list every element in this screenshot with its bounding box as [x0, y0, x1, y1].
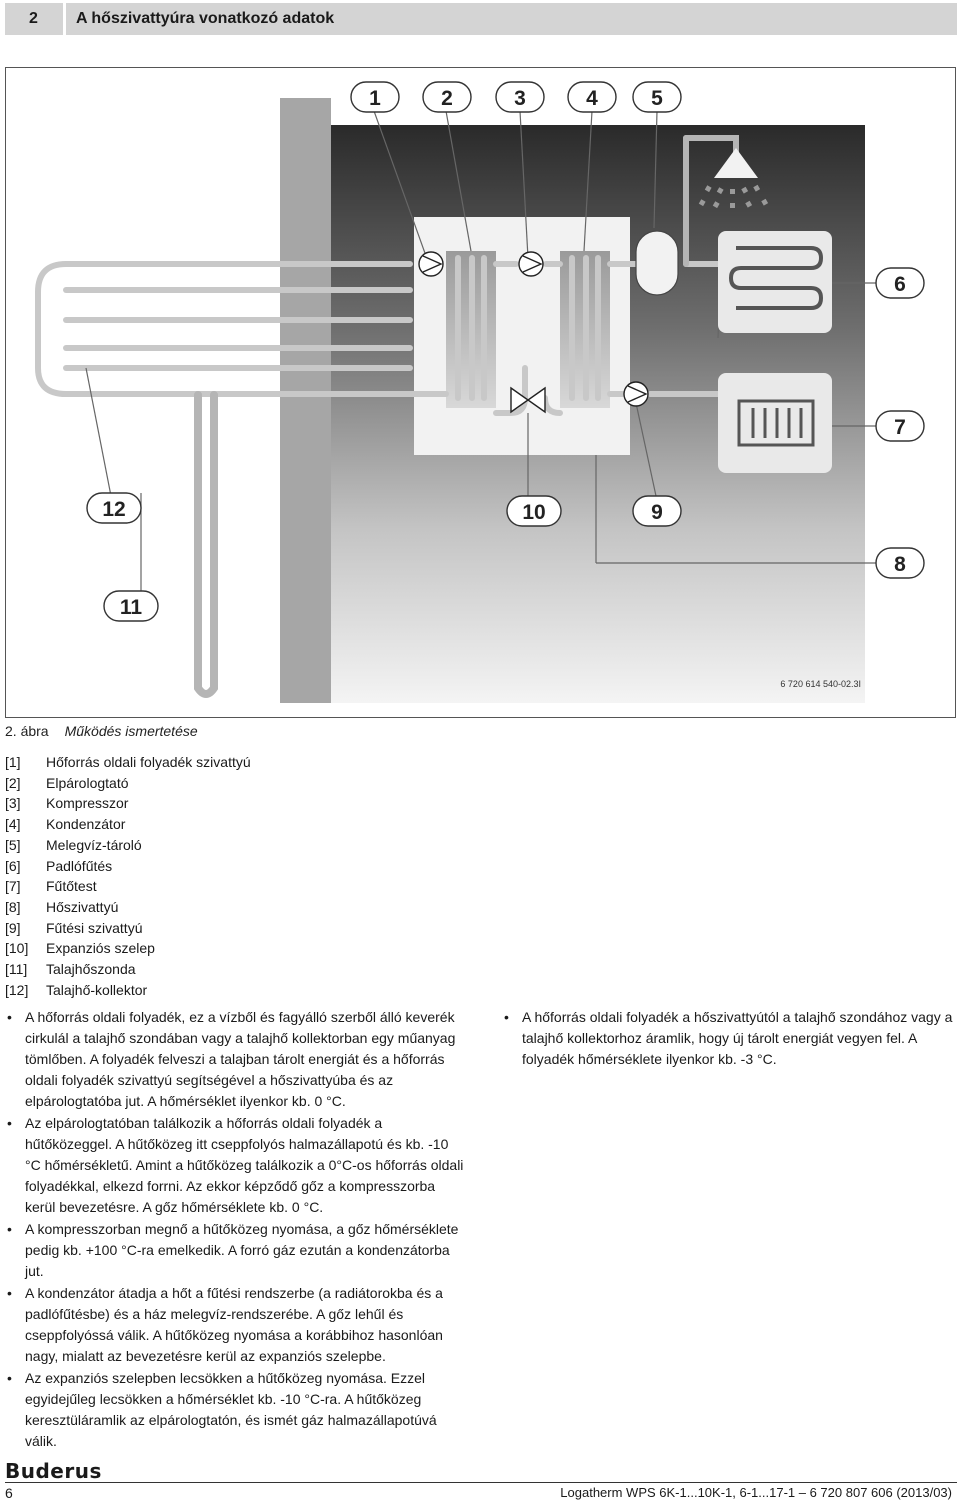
legend-row: [1] Hőforrás oldali folyadék szivattyú [5, 752, 251, 773]
callout-4-oval [567, 81, 617, 113]
shower-spray [698, 184, 769, 209]
callout-2-oval [422, 81, 472, 113]
legend-text: Elpárologtató [46, 774, 129, 791]
callout-12-oval [86, 492, 142, 524]
legend-row: [8] Hőszivattyú [5, 897, 251, 918]
figure-code: 6 720 614 540-02.3I [780, 679, 861, 689]
legend-text: Talajhőszonda [46, 961, 136, 978]
callout-5-oval [632, 81, 682, 113]
legend-ref: [3] [5, 795, 21, 812]
callout-5-label: 5 [651, 87, 663, 110]
legend-text: Kompresszor [46, 795, 129, 812]
bullet-list-left: A hőforrás oldali folyadék, ez a vízből … [5, 1007, 465, 1453]
legend-ref: [8] [5, 898, 21, 915]
legend-text: Expanziós szelep [46, 940, 155, 957]
bullet-item: A kondenzátor átadja a hőt a fűtési rend… [5, 1283, 465, 1367]
legend-row: [5] Melegvíz-tároló [5, 835, 251, 856]
callout-10-label: 10 [522, 501, 545, 524]
caption-label: 2. ábra [5, 723, 49, 739]
heat-pump-diagram: 1 2 3 4 5 6 7 8 9 10 11 12 6 720 614 540… [5, 67, 956, 718]
legend-ref: [10] [5, 940, 29, 957]
legend-row: [12] Talajhő-kollektor [5, 980, 251, 1001]
legend-ref: [5] [5, 836, 21, 853]
callout-11-oval [103, 590, 159, 622]
radiator-body [737, 399, 815, 447]
figure-legend: [1] Hőforrás oldali folyadék szivattyú [2… [5, 752, 251, 1000]
legend-ref: [11] [5, 961, 28, 978]
legend-text: Fűtési szivattyú [46, 919, 143, 936]
legend-ref: [7] [5, 878, 21, 895]
pipes [35, 135, 739, 698]
source-pump-symbol [418, 251, 444, 277]
leader-lines [85, 110, 878, 595]
callout-6-oval [875, 267, 925, 299]
legend-text: Melegvíz-tároló [46, 836, 142, 853]
callout-7-label: 7 [894, 416, 906, 439]
legend-ref: [9] [5, 919, 21, 936]
caption-title: Működés ismertetése [64, 723, 198, 739]
callout-9-label: 9 [651, 501, 663, 524]
legend-row: [2] Elpárologtató [5, 773, 251, 794]
callout-9-oval [632, 495, 682, 527]
legend-ref: [2] [5, 774, 21, 791]
legend-text: Hőszivattyú [46, 898, 119, 915]
callout-6-label: 6 [894, 273, 906, 296]
callout-ovals [86, 81, 925, 622]
legend-text: Kondenzátor [46, 816, 126, 833]
expansion-valve-symbol [510, 386, 546, 414]
legend-row: [7] Fűtőtest [5, 876, 251, 897]
legend-ref: [1] [5, 754, 21, 770]
bullet-item: Az expanziós szelepben lecsökken a hűtők… [5, 1368, 465, 1452]
legend-ref: [6] [5, 857, 21, 874]
callout-10-oval [506, 495, 562, 527]
document-reference: Logatherm WPS 6K-1...10K-1, 6-1...17-1 –… [560, 1485, 952, 1500]
callout-12-label: 12 [102, 498, 125, 521]
bullet-item: Az elpárologtatóban találkozik a hőforrá… [5, 1113, 465, 1218]
compressor-symbol [518, 251, 544, 277]
callout-11-label: 11 [120, 596, 143, 619]
bullet-item: A hőforrás oldali folyadék, ez a vízből … [5, 1007, 465, 1112]
legend-text: Padlófűtés [46, 857, 113, 874]
radiator-panel [718, 373, 832, 473]
legend-text: Talajhő-kollektor [46, 981, 148, 998]
callout-7-oval [875, 410, 925, 442]
section-title: A hőszivattyúra vonatkozó adatok [76, 10, 335, 27]
callout-1-oval [350, 81, 400, 113]
legend-row: [11] Talajhőszonda [5, 959, 251, 980]
header-separator [63, 3, 66, 35]
diagram-svg: 1 2 3 4 5 6 7 8 9 10 11 12 6 720 614 540… [35, 81, 925, 703]
floor-heating-coil [728, 246, 824, 310]
legend-row: [3] Kompresszor [5, 793, 251, 814]
page-number: 6 [5, 1485, 13, 1501]
callout-2-label: 2 [441, 87, 453, 110]
hot-water-tank [635, 230, 679, 296]
buderus-logo: Buderus [5, 1459, 102, 1483]
legend-row: [6] Padlófűtés [5, 856, 251, 877]
callout-1-label: 1 [369, 87, 381, 110]
radiator-fins [751, 408, 803, 438]
bullet-list-right: A hőforrás oldali folyadék a hőszivattyú… [502, 1007, 958, 1071]
callout-3-oval [495, 81, 545, 113]
legend-row: [10] Expanziós szelep [5, 938, 251, 959]
heating-pump-symbol [623, 381, 649, 407]
callout-4-label: 4 [586, 87, 598, 110]
section-header: 2 A hőszivattyúra vonatkozó adatok [5, 3, 957, 35]
legend-ref: [4] [5, 816, 21, 833]
shower-head [714, 148, 758, 178]
callout-8-label: 8 [894, 553, 906, 576]
bullet-item: A kompresszorban megnő a hűtőközeg nyomá… [5, 1219, 465, 1282]
earth-wall [280, 98, 331, 703]
section-number: 2 [29, 10, 38, 27]
callout-3-label: 3 [514, 87, 526, 110]
figure-caption: 2. ábra Működés ismertetése [5, 723, 198, 739]
legend-text: Hőforrás oldali folyadék szivattyú [46, 754, 251, 770]
legend-text: Fűtőtest [46, 878, 97, 895]
legend-row: [9] Fűtési szivattyú [5, 918, 251, 939]
legend-row: [4] Kondenzátor [5, 814, 251, 835]
legend-ref: [12] [5, 981, 29, 998]
callout-8-oval [875, 547, 925, 579]
bullet-item: A hőforrás oldali folyadék a hőszivattyú… [502, 1007, 958, 1070]
footer-divider [5, 1482, 957, 1483]
